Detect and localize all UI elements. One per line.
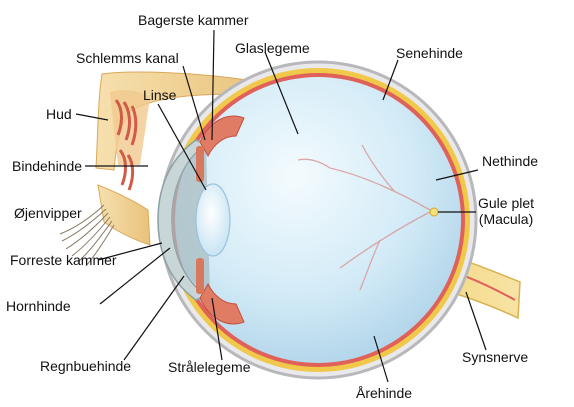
iris-bottom — [196, 258, 204, 294]
label-nethinde: Nethinde — [482, 153, 538, 169]
label-bindehinde: Bindehinde — [12, 158, 82, 174]
label-gule-plet: Gule plet (Macula) — [478, 195, 534, 227]
iris-top — [196, 146, 204, 182]
label-gule-plet-line1: Gule plet — [478, 195, 534, 211]
label-schlemms-kanal: Schlemms kanal — [76, 50, 179, 66]
label-forreste-kammer: Forreste kammer — [10, 252, 117, 268]
lens — [196, 184, 230, 256]
label-hornhinde: Hornhinde — [6, 298, 71, 314]
label-ojenvipper: Øjenvipper — [14, 205, 82, 221]
label-hud: Hud — [46, 106, 72, 122]
label-glaslegeme: Glaslegeme — [235, 40, 310, 56]
macula — [430, 208, 438, 216]
label-bagerste-kammer: Bagerste kammer — [138, 12, 248, 28]
label-senehinde: Senehinde — [396, 45, 463, 61]
label-gule-plet-line2: (Macula) — [478, 211, 534, 227]
label-straalelegeme: Strålelegeme — [168, 359, 251, 375]
label-regnbuehinde: Regnbuehinde — [40, 358, 131, 374]
label-linse: Linse — [143, 87, 176, 103]
label-synsnerve: Synsnerve — [462, 349, 528, 365]
label-aarehinde: Årehinde — [356, 385, 412, 401]
